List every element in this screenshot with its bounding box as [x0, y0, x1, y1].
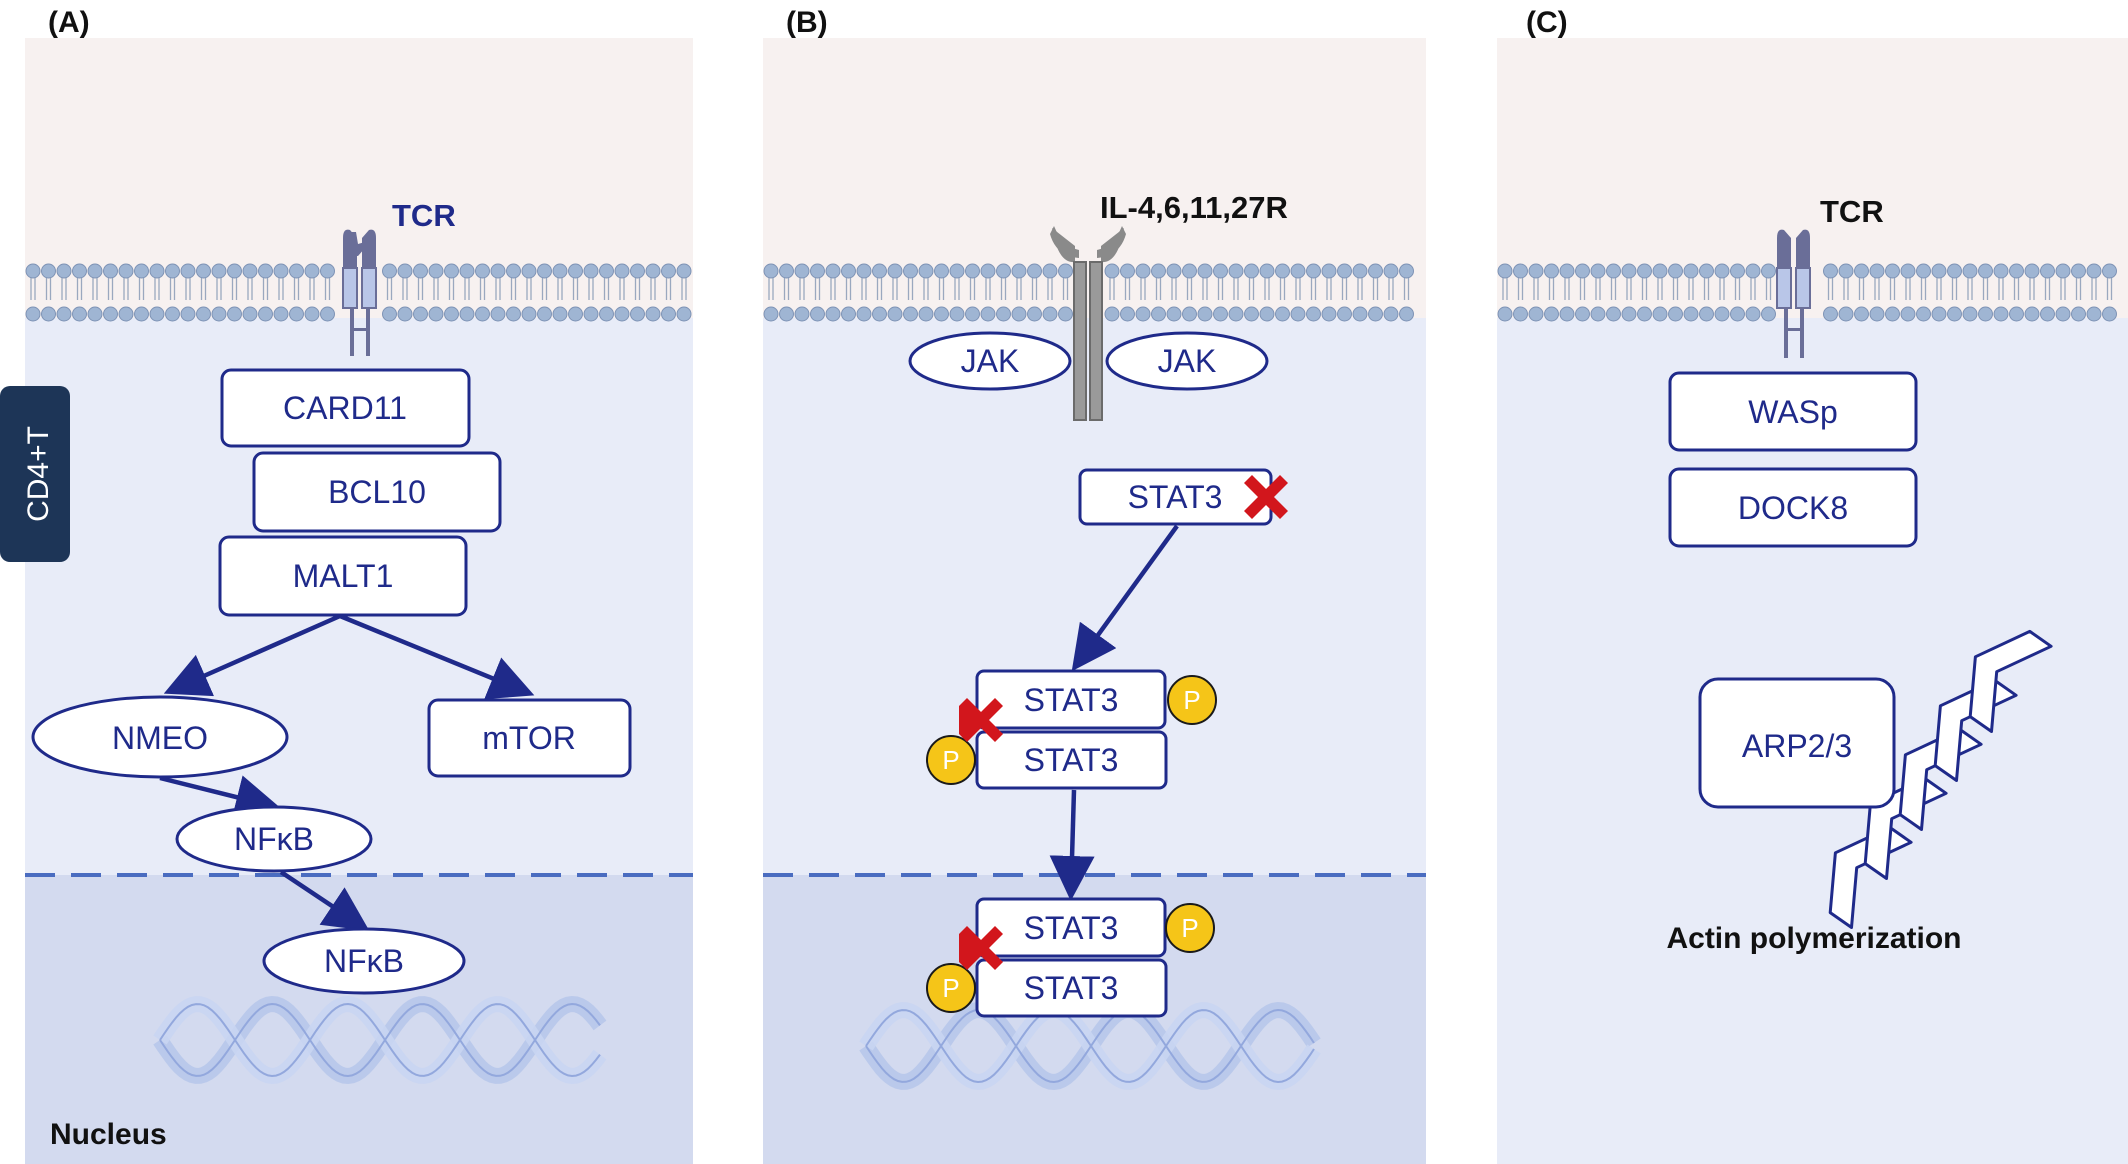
- nucleus-label: Nucleus: [50, 1118, 167, 1151]
- tcr-label-c: TCR: [1820, 194, 1884, 229]
- stat3-dimer-cyto-bottom-label: STAT3: [1024, 742, 1119, 778]
- panel-c-background: [1497, 38, 2128, 1164]
- stat3-dimer-cyto-bottom: STAT3: [975, 730, 1168, 790]
- nfkb-nucleus-ellipse: NFκB: [262, 927, 466, 995]
- arrow-nmeo-nfkb: [159, 775, 281, 820]
- malt1-label: MALT1: [293, 558, 394, 594]
- phospho-cyto-left-label: P: [942, 745, 959, 775]
- dock8-box: DOCK8: [1668, 467, 1918, 548]
- mtor-box: mTOR: [427, 698, 632, 778]
- card11-label: CARD11: [283, 390, 407, 426]
- phospho-nuc-right: P: [1165, 903, 1215, 953]
- arrow-stat3-dimerization: [1071, 524, 1179, 672]
- arp23-label: ARP2/3: [1742, 728, 1852, 764]
- stat3-dimer-nuc-bottom: STAT3: [975, 958, 1168, 1018]
- phospho-nuc-left: P: [926, 963, 976, 1013]
- nmeo-ellipse: NMEO: [31, 695, 289, 779]
- panel-a-label: (A): [48, 6, 90, 39]
- cd4-t-cell-label: CD4+T: [22, 426, 55, 522]
- stat3-dimer-nuc-top-label: STAT3: [1024, 910, 1119, 946]
- il-receptor: [1050, 226, 1126, 421]
- nmeo-label: NMEO: [112, 720, 208, 756]
- card11-box: CARD11: [220, 368, 471, 448]
- dna-helix-a: [153, 995, 607, 1085]
- wasp-box: WASp: [1668, 371, 1918, 452]
- tcr-receptor-c: [1776, 229, 1811, 358]
- mutation-x-icon: [1244, 475, 1288, 519]
- tcr-receptor-a: [342, 229, 377, 356]
- nfkb-nucleus-label: NFκB: [324, 943, 404, 979]
- panel-c-label: (C): [1526, 6, 1568, 39]
- jak-right-label: JAK: [1158, 343, 1217, 379]
- cell-membrane-a: [25, 263, 692, 322]
- phospho-cyto-right: P: [1167, 675, 1217, 725]
- bcl10-label: BCL10: [328, 474, 426, 510]
- arrow-nfkb-translocation: [279, 870, 370, 931]
- stat3-dimer-nuc-bottom-label: STAT3: [1024, 970, 1119, 1006]
- mutation-x-icon: [959, 698, 1003, 742]
- dock8-label: DOCK8: [1738, 490, 1848, 526]
- nfkb-cytoplasm-ellipse: NFκB: [175, 805, 373, 873]
- phospho-cyto-left: P: [926, 735, 976, 785]
- stat3-dimer-nuc-top: STAT3: [975, 897, 1167, 958]
- malt1-box: MALT1: [218, 535, 468, 617]
- actin-polymerization-label: Actin polymerization: [1666, 922, 1961, 955]
- arrow-malt1-nmeo: [163, 613, 341, 697]
- cell-membrane-c: [1497, 263, 2117, 322]
- phospho-nuc-left-label: P: [942, 973, 959, 1003]
- cd4-t-cell-tab: CD4+T: [0, 386, 70, 562]
- arp23-box: ARP2/3: [1698, 677, 1896, 809]
- dna-helix-b: [859, 1001, 1321, 1091]
- il-receptor-label: IL-4,6,11,27R: [1100, 190, 1288, 225]
- stat3-monomer-label: STAT3: [1128, 479, 1223, 515]
- bcl10-box: BCL10: [252, 451, 502, 533]
- stat3-monomer-box: STAT3: [1078, 468, 1273, 526]
- panel-b-label: (B): [786, 6, 828, 39]
- jak-left-ellipse: JAK: [908, 331, 1072, 391]
- phospho-nuc-right-label: P: [1181, 913, 1198, 943]
- stat3-dimer-cyto-top: STAT3: [975, 669, 1167, 730]
- arrow-malt1-mtor: [339, 613, 535, 700]
- phospho-cyto-right-label: P: [1183, 685, 1200, 715]
- wasp-label: WASp: [1748, 394, 1838, 430]
- nfkb-cytoplasm-label: NFκB: [234, 821, 314, 857]
- mutation-x-icon: [959, 926, 1003, 970]
- stat3-dimer-cyto-top-label: STAT3: [1024, 682, 1119, 718]
- arrow-stat3-nuclear-import: [1049, 789, 1095, 901]
- mtor-label: mTOR: [482, 720, 576, 756]
- cell-membrane-b: [763, 263, 1414, 322]
- jak-left-label: JAK: [961, 343, 1020, 379]
- jak-right-ellipse: JAK: [1105, 331, 1269, 391]
- tcr-label-a: TCR: [392, 198, 456, 233]
